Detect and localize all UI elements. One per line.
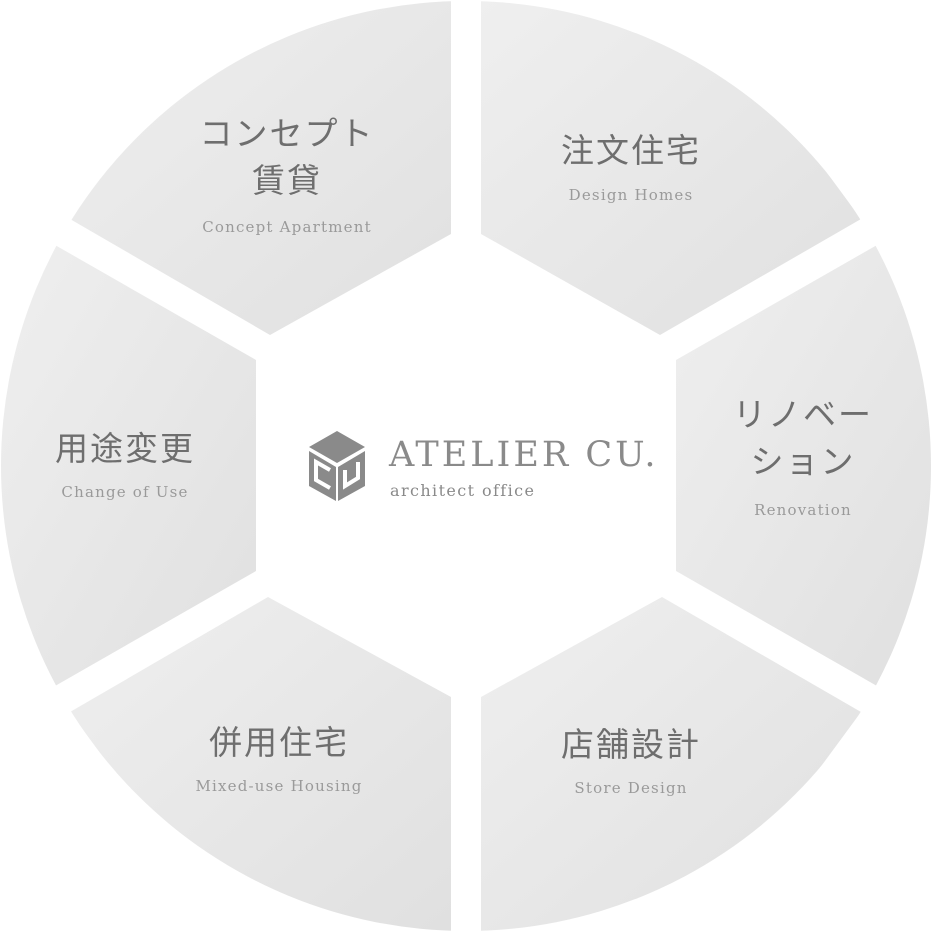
logo[interactable]: ATELIER CU. architect office <box>309 431 659 501</box>
segment-subtitle: Change of Use <box>61 483 188 501</box>
segment-mixed-use-housing[interactable]: 併用住宅 Mixed-use Housing <box>70 597 451 931</box>
logo-name: ATELIER CU. <box>388 435 659 475</box>
segment-subtitle: Renovation <box>754 501 852 519</box>
logo-mark-icon <box>309 431 365 501</box>
segment-renovation[interactable]: リノベー ション Renovation <box>676 245 932 686</box>
segment-subtitle: Mixed-use Housing <box>195 777 362 795</box>
segment-subtitle: Concept Apartment <box>202 218 372 236</box>
segment-subtitle: Store Design <box>574 779 687 797</box>
segment-title: 用途変更 <box>55 429 195 468</box>
segment-subtitle: Design Homes <box>569 186 694 204</box>
segment-change-of-use[interactable]: 用途変更 Change of Use <box>0 245 256 686</box>
segment-title: 店舗設計 <box>561 725 701 764</box>
segment-shape <box>70 597 451 931</box>
segment-shape <box>481 597 861 931</box>
segment-title: コンセプト <box>200 114 375 153</box>
segment-concept-apartment[interactable]: コンセプト 賃貸 Concept Apartment <box>70 0 451 335</box>
segment-title: 併用住宅 <box>209 723 349 762</box>
segment-store-design[interactable]: 店舗設計 Store Design <box>481 597 861 931</box>
segment-shape <box>70 1 451 335</box>
segment-shape <box>676 245 931 686</box>
segment-title: リノベー <box>733 395 873 434</box>
segment-shape <box>481 1 861 335</box>
segment-design-homes[interactable]: 注文住宅 Design Homes <box>481 0 861 335</box>
segment-shape <box>1 245 256 686</box>
segment-title: 注文住宅 <box>561 131 701 170</box>
segment-title-line2: ション <box>751 442 856 481</box>
logo-tagline: architect office <box>390 481 535 500</box>
segment-title-line2: 賃貸 <box>252 161 322 200</box>
